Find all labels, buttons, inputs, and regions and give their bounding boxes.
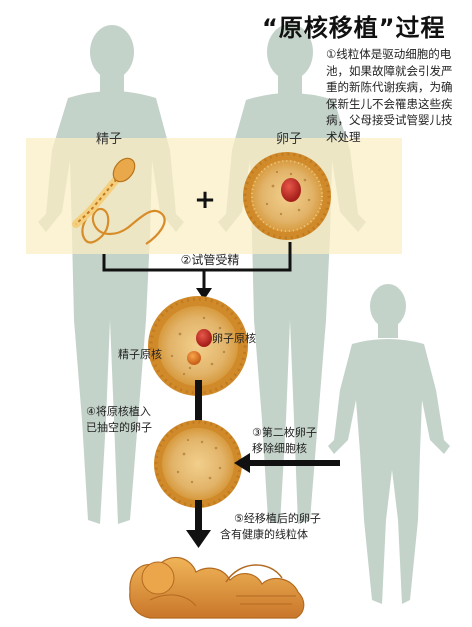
label-result-line1: ⑤经移植后的卵子 [234, 511, 321, 525]
label-ivf: ②试管受精 [181, 252, 240, 267]
plus-sign: + [194, 185, 216, 215]
baby-illustration [129, 556, 305, 619]
label-transfer-line2: 已抽空的卵子 [86, 420, 152, 434]
page-title: “原核移植”过程 [262, 14, 446, 42]
label-transfer-line1: ④将原核植入 [86, 404, 151, 418]
label-egg-pronucleus: 卵子原核 [212, 331, 256, 345]
fertilization-bracket [102, 242, 292, 290]
fertilization-arrowhead [196, 288, 212, 300]
egg-cell-top [243, 152, 331, 240]
label-second-egg-line2: 移除细胞核 [252, 441, 307, 455]
sperm-cell [72, 157, 166, 245]
second-egg-arrow [234, 453, 340, 473]
label-egg: 卵子 [276, 132, 303, 147]
highlight-band [26, 138, 402, 254]
label-second-egg-line1: ③第二枚卵子 [252, 425, 317, 439]
zygote-cell [148, 296, 248, 396]
right-human-silhouette [328, 284, 450, 604]
label-sperm-pronucleus: 精子原核 [118, 347, 162, 361]
label-sperm: 精子 [96, 132, 123, 147]
label-result-line2: 含有健康的线粒体 [220, 527, 308, 541]
result-arrow [186, 500, 211, 548]
egg-cell-enucleated [154, 420, 242, 508]
info-note: ①线粒体是驱动细胞的电池，如果故障就会引发严重的新陈代谢疾病，为确保新生儿不会罹… [326, 47, 453, 144]
